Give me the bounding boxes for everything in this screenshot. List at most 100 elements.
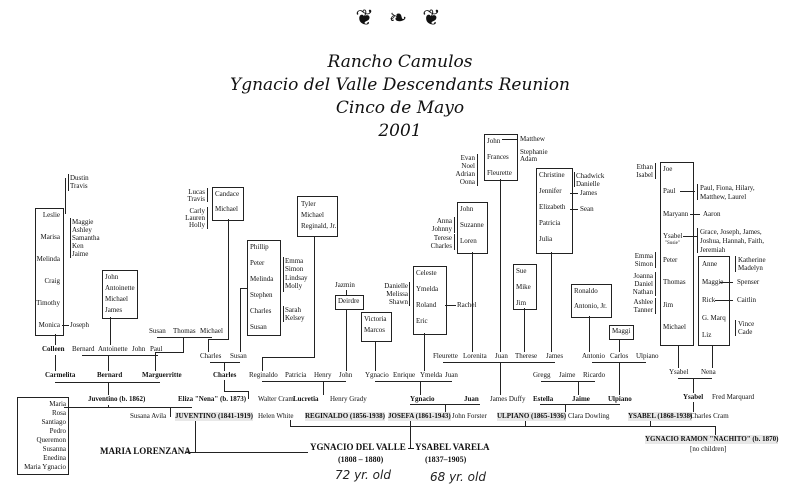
michael-gen4: Michael [200,327,223,335]
lindsay: Lindsay [285,274,308,282]
marisa: Marisa [40,233,60,241]
paul-b: Paul [663,187,676,195]
connector [262,381,346,382]
therese-children-box: Sue Mike Jim [513,264,537,310]
deirdre-box: Deirdre [335,295,364,310]
ornament-icon: ❦ ❧ ❦ [355,6,445,31]
connector [283,306,284,322]
connector [55,382,160,383]
anne: Anne [702,260,718,268]
connector [224,362,225,371]
name: Michael [215,205,238,213]
connector [224,391,249,392]
jaime-gen3: Jaime [559,371,576,379]
connector [424,333,425,371]
name: Phillip [250,243,269,251]
isabel: Isabel [636,171,653,179]
name: Frances [487,153,509,161]
connector [735,256,736,272]
paul: Paul [150,345,163,353]
ethan: Ethan [636,163,653,171]
name: Antonio, Jr. [574,302,607,310]
jaime: Jaime [72,250,89,258]
connector [655,252,656,268]
holly: Holly [189,221,205,229]
connector [655,298,656,314]
name: Ronaldo [574,287,598,295]
simon: Simon [634,260,653,268]
connector [283,257,284,292]
connector [55,355,56,371]
connector [655,163,656,179]
connector [715,426,716,435]
antoinette-gen4: Antoinette [98,345,128,353]
connector [693,402,694,412]
connector [680,191,695,192]
colleen: Colleen [42,345,65,353]
john-forster: John Forster [452,412,487,420]
name: Patricia [539,219,561,227]
danielle: Danielle [384,282,408,290]
anna: Anna [436,217,452,225]
jaime-gen2: Jaime [572,395,590,403]
connector [443,362,555,363]
connector [655,272,656,296]
michael-children-box: Candace Michael [212,187,244,221]
maryann: Maryann [663,210,689,218]
connector [155,352,156,371]
name: Fleurette [487,169,512,177]
connector [262,357,315,358]
tanner: Tanner [633,306,653,314]
charles-cram: Charles Cram [690,412,729,420]
lauren: Lauren [185,214,205,222]
name: Stephen [250,291,273,299]
ulpiano-gen2: Ulpiano [608,395,632,403]
lucretia: Lucretia [293,395,319,403]
james-children-box: Christine Jennifer Elizabeth Patricia Ju… [536,168,573,254]
connector [240,288,241,352]
title-line-2: Ygnacio del Valle Descendants Reunion [229,75,570,95]
name: Reginald, Jr. [301,222,337,230]
name: Christine [539,171,565,179]
name: Elizabeth [539,203,566,211]
evan: Evan [460,154,475,162]
maria-siblings-box: Maria Rosa Santiago Pedro Queremon Susan… [17,397,69,475]
carly: Carly [189,207,205,215]
connector [170,407,171,417]
reginaldo-gen3: Reginaldo [249,371,278,379]
g-marq: G. Marq [702,314,726,322]
connector [195,418,196,452]
connector [678,378,712,379]
shawn: Shawn [388,298,408,306]
connector [240,288,247,289]
timothy: Timothy [36,299,60,307]
connector [208,339,229,340]
connector [697,228,698,253]
maria-lorenzana: MARIA LORENZANA [100,446,191,456]
noel: Noel [461,162,475,170]
daniel: Daniel [634,280,653,288]
connector [207,207,208,229]
connector [589,316,590,352]
connector [408,448,414,449]
connector [228,219,229,339]
connector [445,305,456,306]
ysabel-gen3: Ysabel [669,368,689,376]
jim-b: Jim [663,301,674,309]
no-children: [no children] [690,445,727,453]
connector [735,320,736,336]
connector [68,174,69,191]
ysabel-gen2: Ysabel [683,393,704,401]
maggie-b: Maggie [702,278,724,286]
connector [409,282,410,306]
name: Maggi [612,327,631,335]
henry-grady: Henry Grady [330,395,367,403]
name: Jim [516,299,527,307]
jazmin: Jazmin [335,281,355,289]
lorenita-children-box: John Suzanne Loren [457,202,488,254]
susie-nickname: "Susie" [665,241,680,246]
oona: Oona [459,178,475,186]
connector [375,341,376,371]
helen-white: Helen White [258,412,294,420]
name: Susanna [42,445,66,453]
